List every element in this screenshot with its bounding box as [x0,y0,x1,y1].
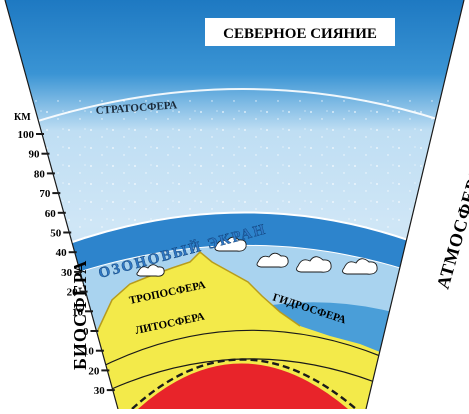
scale-tick-label: 80 [34,168,46,180]
scale-tick-label: 10 [83,346,95,358]
scale-tick-label: 0 [83,326,89,338]
scale-tick-label: 50 [50,228,62,240]
scale-tick-label: 60 [45,208,57,220]
cloud-5 [342,258,378,275]
cloud-4 [296,256,332,273]
label-atmosphere: АТМОСФЕРА [433,165,469,291]
cloud-2 [214,236,247,252]
scale-tick-label: 20 [88,365,100,377]
scale-tick-label: 30 [94,385,106,397]
scale-tick-label: 70 [39,188,51,200]
core-boundary-dashed [131,358,357,409]
diagram-title: СЕВЕРНОЕ СИЯНИЕ [223,26,377,42]
ozone-band [30,212,440,290]
scale-tick-label: 30 [61,267,73,279]
scale-tick-label: 90 [28,149,40,161]
cloud-3 [256,252,289,268]
label-biosphere: БИОСФЕРА [70,260,90,370]
lithosphere-land [98,252,380,409]
crust-arc-1 [94,329,391,371]
ozone-upper-line [29,211,441,259]
wedge-outline [4,0,465,410]
scale-tick-label: 10 [72,306,84,318]
scale-unit: КМ [14,112,31,123]
stratosphere-boundary-line [5,88,464,133]
title-box [205,18,395,46]
scale-tick-label: 40 [56,247,68,259]
scale-tick-label: 100 [18,129,35,141]
clouds [136,236,378,277]
cloud-1 [136,264,165,277]
land-contour [97,250,301,331]
label-stratosphere: СТРАТОСФЕРА [95,99,177,117]
earth-core [138,363,348,409]
scale-tick-label: 20 [67,287,79,299]
